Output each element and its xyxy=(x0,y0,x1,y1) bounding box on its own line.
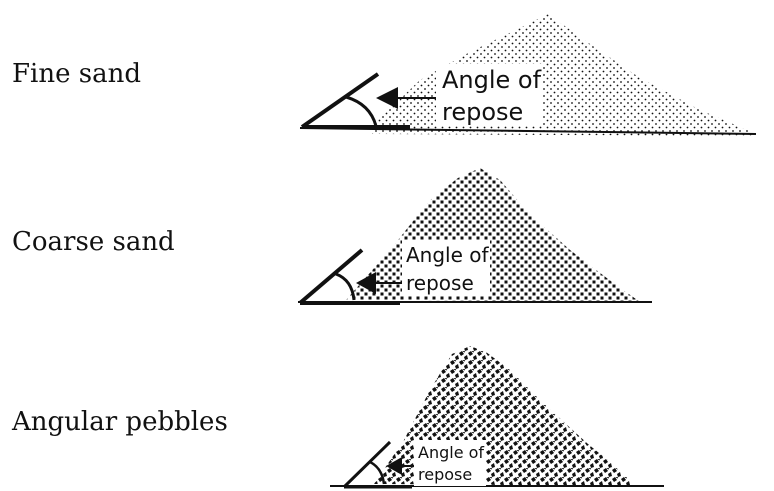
angular-pebbles-angle-label-line2: repose xyxy=(418,465,472,484)
fine-sand-angle-label-line2: repose xyxy=(442,98,523,126)
coarse-sand-pile xyxy=(346,168,640,302)
fine-sand-angle-label-line1: Angle of xyxy=(442,66,542,94)
coarse-sand-angle-label-line1: Angle of xyxy=(406,243,490,267)
coarse-sand-label: Coarse sand xyxy=(12,227,175,257)
fine-sand-row: Fine sand Angle of repose xyxy=(12,14,756,136)
fine-sand-slope-line xyxy=(302,74,378,127)
coarse-sand-row: Coarse sand Angle of repose xyxy=(12,168,652,303)
coarse-sand-angle-label-line2: repose xyxy=(406,271,474,295)
angular-pebbles-row: Angular pebbles Angle of repose xyxy=(11,346,664,487)
angular-pebbles-angle-label-line1: Angle of xyxy=(418,443,484,462)
angular-pebbles-label: Angular pebbles xyxy=(11,407,228,437)
fine-sand-angle-arc xyxy=(346,97,376,126)
fine-sand-arrow-head xyxy=(376,87,398,109)
fine-sand-pile xyxy=(372,14,752,136)
fine-sand-label: Fine sand xyxy=(12,59,141,89)
